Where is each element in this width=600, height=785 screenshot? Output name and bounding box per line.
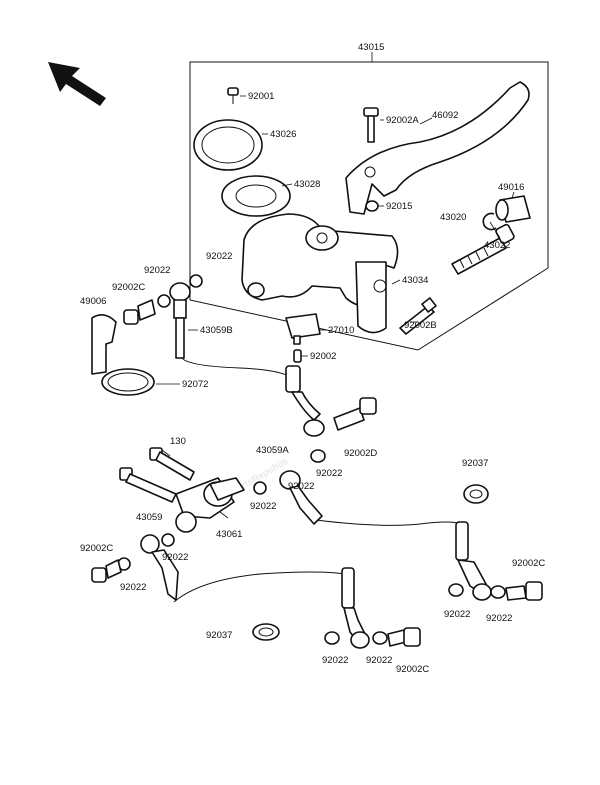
label-92022-k: 92022 [366, 655, 392, 666]
brake-hose-upper [181, 357, 295, 381]
brake-hose-fitting-43059B [169, 282, 191, 359]
label-92015: 92015 [386, 201, 412, 212]
label-43034: 43034 [402, 275, 428, 286]
label-92001: 92001 [248, 91, 274, 102]
label-92022-j: 92022 [322, 655, 348, 666]
cap-screw-92001 [227, 87, 239, 104]
piston-assembly-43020 [451, 223, 515, 275]
washer-92022-right-a [448, 583, 464, 597]
bracket-43061 [119, 467, 245, 533]
leader-lines [156, 95, 515, 519]
label-92022-h: 92022 [444, 609, 470, 620]
washer-92022-right-b [490, 585, 506, 599]
washer-92022-bottom-a [324, 631, 340, 645]
label-92022-d: 92022 [288, 481, 314, 492]
label-92037-b: 92037 [206, 630, 232, 641]
banjo-bolt-92002C-bottom [387, 627, 421, 647]
label-92022-i: 92022 [486, 613, 512, 624]
hose-clamp-92072 [101, 368, 155, 396]
washer-92022-mid-b [253, 481, 267, 495]
label-49016: 49016 [498, 182, 524, 193]
brake-hose-lower-left [173, 571, 345, 603]
brake-hose-fitting-43059A [285, 365, 325, 437]
pivot-bolt-92002A [363, 107, 379, 143]
label-43059B: 43059B [200, 325, 233, 336]
label-92002C-c: 92002C [512, 558, 545, 569]
rubber-cap-49006 [91, 314, 117, 375]
hose-clamp-92037-right [463, 484, 489, 504]
washer-92022-upper-a [189, 274, 203, 288]
label-43059A: 43059A [256, 445, 289, 456]
label-43028: 43028 [294, 179, 320, 190]
banjo-bolt-92002C-upper [123, 299, 156, 325]
circlip-43022 [482, 212, 497, 231]
label-43059: 43059 [136, 512, 162, 523]
label-130: 130 [170, 436, 186, 447]
label-49006: 49006 [80, 296, 106, 307]
banjo-fitting-43059-bottom [341, 567, 370, 649]
label-43026: 43026 [270, 129, 296, 140]
dust-boot-49016 [495, 195, 531, 223]
nut-92015 [365, 200, 379, 212]
label-92002: 92002 [310, 351, 336, 362]
bolt-92002D [333, 397, 377, 431]
label-92002D: 92002D [344, 448, 377, 459]
banjo-fitting-43059-center [279, 470, 323, 525]
label-92022-f: 92022 [162, 552, 188, 563]
banjo-fitting-43059-left [140, 534, 179, 601]
label-43061: 43061 [216, 529, 242, 540]
label-92022-g: 92022 [120, 582, 146, 593]
banjo-bolt-92002C-right [505, 581, 543, 601]
hose-clamp-92037-lower [252, 623, 280, 641]
bolt-130 [149, 447, 195, 481]
banjo-fitting-43059-right [455, 521, 492, 601]
label-92022-c: 92022 [316, 468, 342, 479]
brake-lever-46092 [345, 81, 530, 215]
master-cylinder-body-43034 [241, 213, 399, 334]
label-92002C-d: 92002C [396, 664, 429, 675]
label-92037-a: 92037 [462, 458, 488, 469]
brake-hose-lower-right [315, 519, 463, 526]
washer-92022-mid-a [310, 449, 326, 463]
label-92002C-a: 92002C [112, 282, 145, 293]
label-92002B: 92002B [404, 320, 437, 331]
label-92072: 92072 [182, 379, 208, 390]
label-43015: 43015 [358, 42, 384, 53]
front-direction-arrow-icon [48, 62, 106, 106]
diaphragm-43028 [221, 175, 291, 217]
label-43022: 43022 [484, 240, 510, 251]
label-43020: 43020 [440, 212, 466, 223]
brake-light-switch-27010 [285, 313, 321, 345]
washer-92022-left-a [161, 533, 175, 547]
label-92002C-b: 92002C [80, 543, 113, 554]
reservoir-cap-43026 [193, 119, 263, 171]
label-27010: 27010 [328, 325, 354, 336]
label-46092: 46092 [432, 110, 458, 121]
label-92002A: 92002A [386, 115, 419, 126]
assembly-outline-43015 [189, 61, 549, 351]
banjo-bolt-92002C-left [91, 559, 122, 583]
washer-92022-upper-b [157, 294, 171, 308]
washer-92022-bottom-b [372, 631, 388, 645]
screw-92002 [293, 349, 302, 363]
label-92022-b: 92022 [144, 265, 170, 276]
label-92022-e: 92022 [250, 501, 276, 512]
label-92022-a: 92022 [206, 251, 232, 262]
bolt-92002B [399, 297, 437, 335]
part-number-labels: 43015 92001 43026 43028 92002A 46092 920… [80, 42, 545, 675]
